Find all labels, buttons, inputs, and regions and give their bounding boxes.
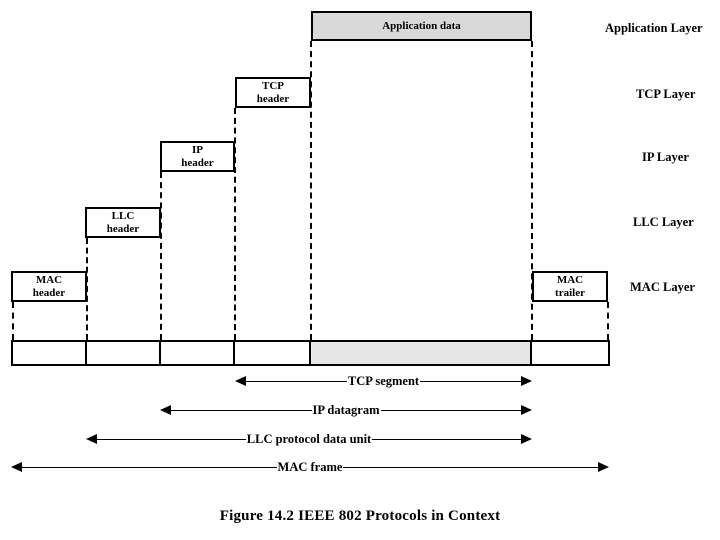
dashed-line-application-data-right — [531, 41, 533, 340]
arrow-line-right — [380, 409, 522, 411]
layer-label-tcp-layer: TCP Layer — [636, 87, 696, 101]
layer-label-ip-layer: IP Layer — [642, 150, 689, 164]
pdu-box-ip-header: IP header — [160, 141, 235, 172]
frame-cell-ip-header — [161, 342, 235, 364]
span-label-mac-frame: MAC frame — [277, 459, 343, 474]
arrow-line-left — [171, 409, 312, 411]
arrow-line-right — [372, 438, 522, 440]
frame-cell-llc-header — [87, 342, 161, 364]
arrow-line-left — [246, 380, 347, 382]
layer-label-application-layer: Application Layer — [605, 21, 703, 35]
dashed-line-tcp-header-right — [310, 41, 312, 340]
arrow-head-right-icon — [521, 434, 533, 444]
span-arrow-ip-datagram: IP datagram — [160, 402, 533, 417]
arrow-head-left-icon — [86, 434, 97, 444]
pdu-label-ip-header: IP header — [181, 143, 214, 169]
dashed-line-ip-header-right — [234, 108, 236, 340]
frame-cell-application-data — [311, 342, 532, 364]
arrow-line-right — [343, 466, 598, 468]
layer-label-mac-layer: MAC Layer — [630, 280, 695, 294]
frame-cell-tcp-header — [235, 342, 311, 364]
span-label-llc-protocol-data-unit: LLC protocol data unit — [246, 431, 372, 446]
pdu-box-llc-header: LLC header — [85, 207, 161, 238]
figure-caption: Figure 14.2 IEEE 802 Protocols in Contex… — [219, 508, 501, 524]
arrow-head-left-icon — [160, 405, 171, 415]
span-arrow-llc-protocol-data-unit: LLC protocol data unit — [86, 431, 533, 446]
dashed-line-mac-trailer-right — [607, 302, 609, 340]
pdu-box-mac-header: MAC header — [11, 271, 87, 302]
pdu-label-mac-trailer: MAC trailer — [555, 273, 585, 299]
dashed-line-mac-header-right — [86, 238, 88, 340]
dashed-line-mac-header-left — [12, 302, 14, 340]
pdu-label-mac-header: MAC header — [32, 273, 66, 299]
layer-label-llc-layer: LLC Layer — [633, 215, 694, 229]
pdu-label-tcp-header: TCP header — [256, 79, 290, 105]
arrow-head-left-icon — [11, 462, 22, 472]
frame-cell-mac-trailer — [532, 342, 608, 364]
arrow-line-right — [420, 380, 521, 382]
pdu-box-tcp-header: TCP header — [235, 77, 311, 108]
pdu-box-mac-trailer: MAC trailer — [532, 271, 608, 302]
span-label-ip-datagram: IP datagram — [312, 402, 380, 417]
arrow-line-left — [22, 466, 277, 468]
arrow-head-right-icon — [521, 376, 532, 386]
arrow-head-right-icon — [598, 462, 609, 472]
dashed-line-llc-header-right — [160, 172, 162, 340]
arrow-head-left-icon — [235, 376, 246, 386]
arrow-head-right-icon — [521, 405, 533, 415]
span-label-tcp-segment: TCP segment — [347, 373, 420, 388]
span-arrow-tcp-segment: TCP segment — [235, 374, 532, 388]
pdu-label-application-data: Application data — [382, 19, 461, 32]
pdu-label-llc-header: LLC header — [106, 209, 140, 235]
mac-frame-bar — [11, 340, 610, 366]
arrow-line-left — [97, 438, 246, 440]
span-arrow-mac-frame: MAC frame — [11, 460, 609, 474]
frame-cell-mac-header — [13, 342, 87, 364]
pdu-box-application-data: Application data — [311, 11, 532, 41]
